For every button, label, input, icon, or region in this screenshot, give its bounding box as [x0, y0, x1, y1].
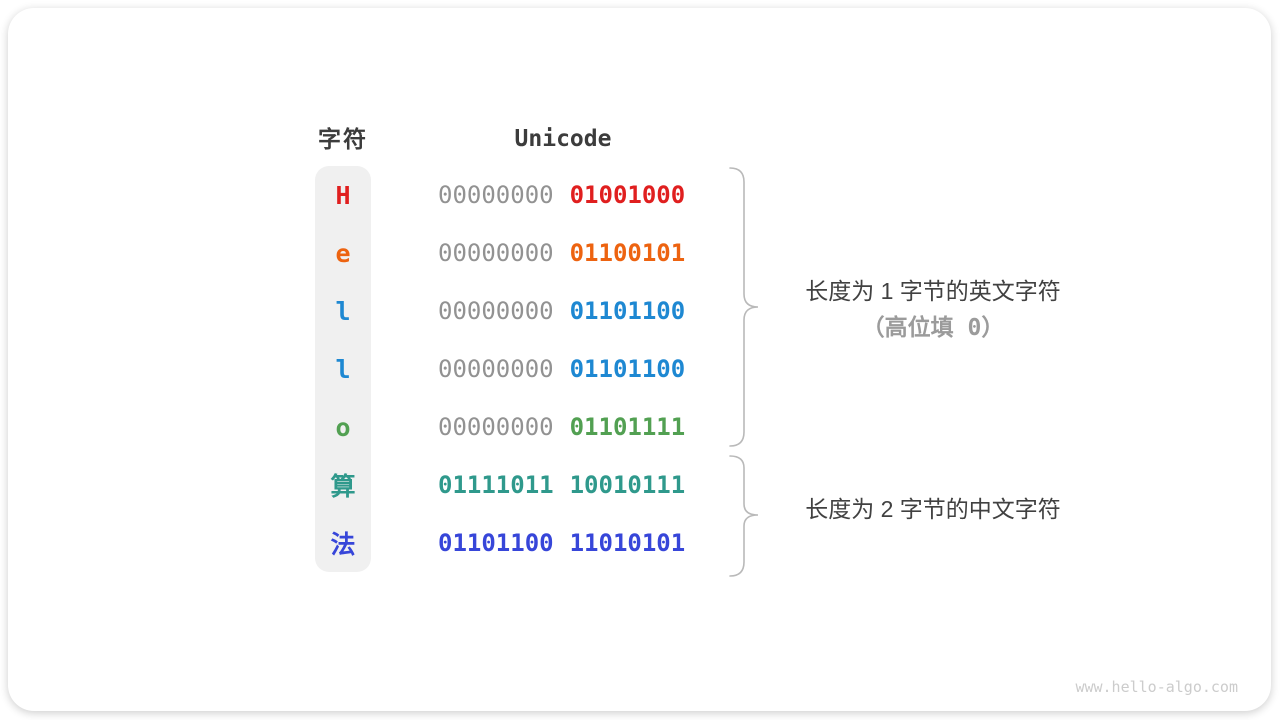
- low-byte: 10010111: [569, 471, 686, 499]
- one-byte-annotation-text: 长度为 1 字节的英文字符: [805, 278, 1061, 304]
- unicode-binary-row: 01111011 10010111: [438, 456, 718, 514]
- high-byte: 00000000: [438, 239, 554, 267]
- column-header-char: 字符: [318, 126, 368, 152]
- low-byte: 01100101: [569, 239, 686, 267]
- one-byte-annotation: 长度为 1 字节的英文字符 （高位填 0）: [768, 276, 1098, 343]
- character-cell: e: [335, 238, 351, 268]
- high-byte: 00000000: [438, 355, 554, 383]
- high-byte: 00000000: [438, 413, 554, 441]
- character-column: H e l l o 算 法: [315, 166, 371, 572]
- diagram-card: 字符 Unicode H e l l o 算 法 00000000 010010…: [8, 8, 1271, 711]
- watermark: www.hello-algo.com: [1075, 678, 1238, 696]
- character-cell: 算: [330, 472, 356, 501]
- two-byte-annotation: 长度为 2 字节的中文字符: [768, 494, 1098, 524]
- unicode-binary-row: 00000000 01101100: [438, 340, 718, 398]
- character-cell: o: [335, 412, 351, 442]
- unicode-binary-row: 00000000 01001000: [438, 166, 718, 224]
- high-byte: 00000000: [438, 181, 554, 209]
- character-cell: H: [335, 180, 351, 210]
- character-cell: 法: [330, 530, 356, 559]
- character-cell: l: [335, 354, 351, 384]
- unicode-binary-row: 00000000 01100101: [438, 224, 718, 282]
- low-byte: 01001000: [569, 181, 686, 209]
- high-byte: 01101100: [438, 529, 554, 557]
- unicode-binary-row: 00000000 01101111: [438, 398, 718, 456]
- one-byte-annotation-note: （高位填 0）: [861, 315, 1005, 341]
- unicode-binary-row: 00000000 01101100: [438, 282, 718, 340]
- low-byte: 01101111: [569, 413, 686, 441]
- high-byte: 00000000: [438, 297, 554, 325]
- low-byte: 11010101: [569, 529, 686, 557]
- high-byte: 01111011: [438, 471, 554, 499]
- one-byte-group-brace-icon: [729, 167, 759, 447]
- column-header-unicode: Unicode: [514, 126, 612, 152]
- low-byte: 01101100: [569, 355, 686, 383]
- character-cell: l: [335, 296, 351, 326]
- low-byte: 01101100: [569, 297, 686, 325]
- unicode-binary-row: 01101100 11010101: [438, 514, 718, 572]
- two-byte-annotation-text: 长度为 2 字节的中文字符: [805, 496, 1061, 522]
- two-byte-group-brace-icon: [729, 455, 759, 577]
